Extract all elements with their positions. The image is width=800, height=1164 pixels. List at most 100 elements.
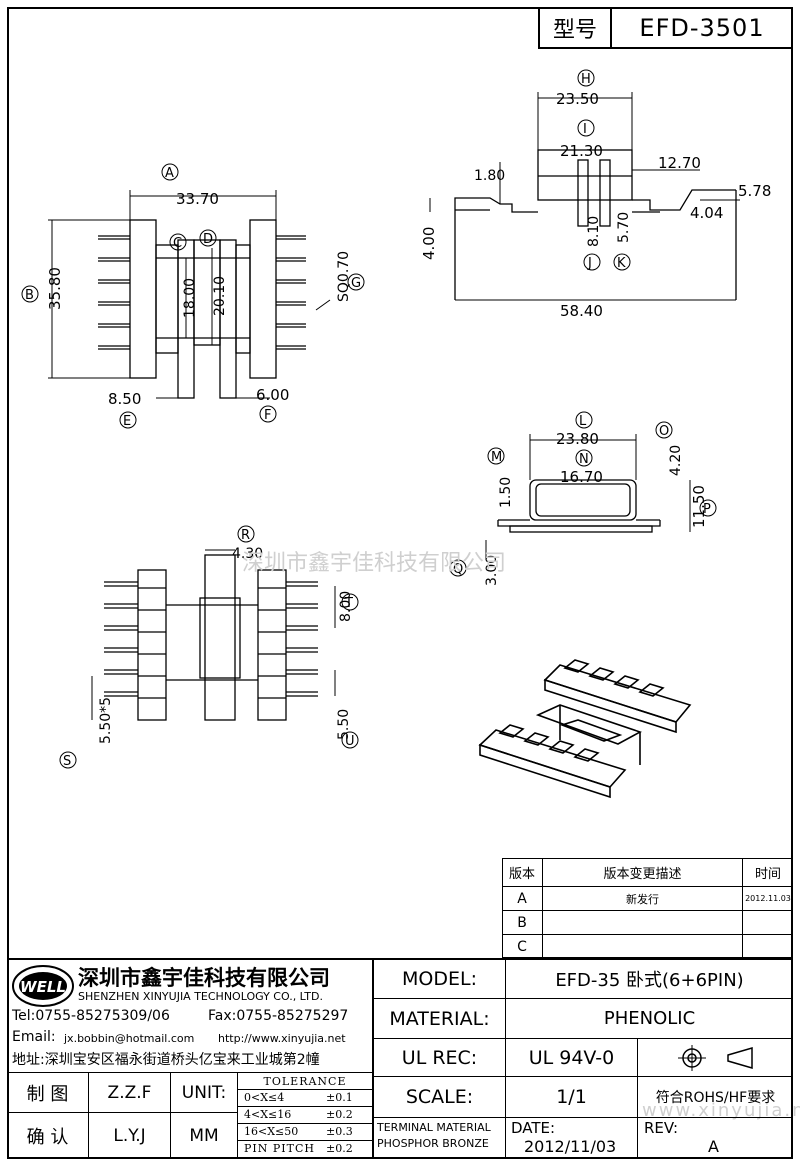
rev-header-date: 时间	[754, 866, 781, 882]
front-view	[485, 434, 691, 560]
draw-label: 制 图	[26, 1083, 69, 1105]
dim-R-letter: R	[241, 528, 250, 543]
material-label: MATERIAL:	[389, 1007, 490, 1030]
ulrec-value: UL 94V-0	[528, 1046, 615, 1069]
rev-row-desc: 新发行	[626, 892, 659, 906]
model-value: EFD-35 卧式(6+6PIN)	[555, 970, 744, 991]
dim-578: 5.78	[738, 182, 771, 200]
scale-value: 1/1	[556, 1086, 587, 1108]
tol-value: ±0.2	[326, 1108, 353, 1121]
company-name-en: SHENZHEN XINYUJIA TECHNOLOGY CO., LTD.	[78, 990, 323, 1003]
tolerance-title: TOLERANCE	[263, 1074, 347, 1088]
dim-C-letter: C	[173, 236, 182, 251]
dim-S-letter: S	[63, 754, 71, 769]
dim-U-letter: U	[345, 734, 355, 749]
dim-K-letter: K	[617, 256, 626, 271]
rev-row-ver: A	[517, 890, 527, 907]
dim-D-value: 20.10	[212, 276, 228, 316]
dim-D-letter: D	[203, 232, 213, 247]
dim-N-value: 16.70	[560, 468, 603, 486]
dim-I-letter: I	[583, 122, 587, 137]
unit-value: MM	[189, 1126, 219, 1146]
dim-P-letter: P	[703, 502, 711, 517]
tol-range: 0<X≤4	[244, 1091, 285, 1104]
dim-T-letter: T	[344, 596, 353, 611]
dim-810: 8.10	[586, 216, 602, 247]
dim-O-letter: O	[659, 424, 669, 439]
material-value: PHENOLIC	[603, 1008, 696, 1029]
dim-A-letter: A	[165, 166, 174, 181]
dim-L-value: 23.80	[556, 430, 599, 448]
bottom-view	[91, 549, 336, 721]
dim-400: 4.00	[420, 227, 438, 260]
dim-G-letter: G	[351, 276, 361, 291]
rev-row-ver: B	[517, 914, 527, 931]
dim-L-letter: L	[579, 414, 587, 429]
tol-value: ±0.3	[326, 1125, 353, 1138]
dim-S-value: 5.50*5	[98, 697, 114, 744]
isometric-view	[478, 659, 692, 799]
watermark-url: www.xinyujia.net	[642, 1100, 800, 1121]
dim-H-letter: H	[581, 72, 591, 87]
company-email[interactable]: jx.bobbin@hotmail.com	[64, 1032, 195, 1045]
rev-header-desc: 版本变更描述	[603, 866, 682, 882]
company-address: 地址:深圳宝安区福永街道桥头亿宝来工业城第2幢	[12, 1052, 320, 1068]
model-label: MODEL:	[402, 968, 477, 990]
header-model-value: EFD-3501	[639, 14, 765, 42]
tol-value: ±0.1	[326, 1091, 353, 1104]
dim-E-value: 8.50	[108, 390, 141, 408]
rev-row-date: 2012.11.03	[745, 894, 791, 903]
company-logo: WELL	[12, 965, 74, 1007]
rev-label: REV:	[644, 1119, 678, 1137]
dim-O-value: 4.20	[668, 445, 684, 476]
company-fax: Fax:0755-85275297	[208, 1008, 349, 1024]
tol-value: ±0.2	[326, 1142, 353, 1155]
dim-F-letter: F	[264, 408, 271, 423]
dim-B-value: 35.80	[46, 267, 64, 310]
company-name-cn: 深圳市鑫宇佳科技有限公司	[78, 966, 330, 990]
check-label: 确 认	[26, 1127, 69, 1148]
dim-570: 5.70	[616, 212, 632, 243]
dim-I-value: 21.30	[560, 142, 603, 160]
rohs-note: 符合ROHS/HF要求	[655, 1090, 776, 1106]
date-label: DATE:	[511, 1119, 556, 1137]
terminal-material-label: TERMINAL MATERIAL	[377, 1121, 491, 1134]
dim-P-value: 11.50	[690, 485, 708, 528]
dim-M-letter: M	[491, 450, 502, 465]
dim-180: 1.80	[474, 168, 505, 184]
dim-404: 4.04	[690, 204, 723, 222]
company-tel: Tel:0755-85275309/06	[12, 1008, 170, 1024]
check-value: L.Y.J	[113, 1126, 146, 1146]
rev-value: A	[708, 1137, 719, 1156]
unit-label: UNIT:	[181, 1082, 227, 1103]
top-view	[48, 190, 331, 399]
side-view	[429, 92, 740, 301]
dim-M-value: 1.50	[498, 477, 514, 508]
dim-R-value: 4.30	[232, 546, 263, 562]
watermark: 深圳市鑫宇佳科技有限公司	[242, 551, 507, 576]
tol-range: 4<X≤16	[244, 1108, 292, 1121]
drawing-sheet	[7, 7, 793, 1159]
date-value: 2012/11/03	[524, 1137, 617, 1156]
dim-H-value: 23.50	[556, 90, 599, 108]
tol-range: 16<X≤50	[244, 1125, 299, 1138]
dim-A-value: 33.70	[176, 190, 219, 208]
technical-drawing: H 23.50 I 21.30 1.80 12.70 5.78 4.04 4.0…	[21, 69, 771, 799]
dim-N-letter: N	[579, 452, 589, 467]
dim-F-value: 6.00	[256, 386, 289, 404]
dim-B-letter: B	[25, 288, 34, 303]
rev-header-ver: 版本	[508, 866, 535, 882]
header-model-box	[538, 7, 793, 49]
dim-E-letter: E	[123, 414, 131, 429]
dim-J-letter: J	[587, 256, 592, 271]
company-email-label: Email:	[12, 1029, 56, 1045]
logo-text: WELL	[20, 978, 66, 996]
company-web[interactable]: http://www.xinyujia.net	[218, 1032, 346, 1045]
projection-symbol-icon	[678, 1045, 753, 1071]
dim-Q-letter: Q	[453, 562, 463, 577]
draw-value: Z.Z.F	[107, 1082, 152, 1103]
dim-5840: 58.40	[560, 302, 603, 320]
dim-C-value: 18.00	[182, 278, 198, 318]
dim-G-value: SQ0.70	[336, 251, 352, 302]
dim-Q-value: 3.00	[484, 555, 500, 586]
